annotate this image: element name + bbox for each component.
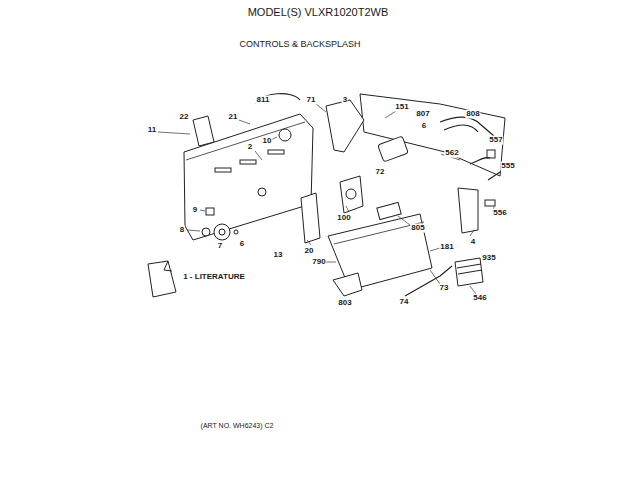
callout-number: 1 - LITERATURE [182,273,246,282]
knob-cap [202,228,210,236]
panel-opening [378,136,409,162]
small-part [487,150,495,158]
callout-number: 4 [470,238,476,247]
end-cap [193,116,214,146]
wire [457,264,481,268]
knob-center [219,229,225,235]
mounting-bracket [326,100,364,152]
knob [214,224,230,240]
section-heading: CONTROLS & BACKSPLASH [238,40,361,50]
callout-number: 803 [337,299,352,308]
callout-number: 811 [256,96,271,105]
switch [377,202,401,219]
callout-number: 74 [399,298,410,307]
callout-number: 807 [415,110,430,119]
callout-number: 21 [228,113,239,122]
callout-number: 9 [192,206,198,215]
timer [340,176,363,213]
panel-slot [240,160,256,164]
cable [256,94,300,104]
diagram-title: MODEL(S) VLXR1020T2WB [247,6,390,18]
end-cap [301,193,320,243]
callout-number: 151 [394,103,409,112]
callout-number: 790 [311,258,326,267]
callout-number: 808 [465,110,480,119]
leader-lines [158,104,494,294]
page-fold [164,261,172,271]
callout-number: 546 [472,294,487,303]
callout-number: 11 [147,126,157,135]
callout-number: 73 [439,284,450,293]
literature-icon [148,261,176,297]
bezel [333,273,362,296]
callout-number: 13 [273,251,284,260]
callout-number: 3 [342,96,348,105]
small-part [485,200,495,206]
panel-slot [268,150,284,154]
callout-number: 6 [239,240,245,249]
callout-number: 2 [247,143,253,152]
rear-panel [360,94,505,176]
wire [488,172,500,180]
callout-number: 557 [488,136,503,145]
callout-number: 100 [336,214,351,223]
callout-number: 71 [306,96,317,105]
callout-number: 72 [375,168,386,177]
callout-number: 10 [262,137,273,146]
wire [458,270,482,274]
mounting-bracket [458,188,478,233]
callout-number: 8 [179,226,185,235]
callout-number: 6 [421,122,427,131]
callout-number: 181 [439,243,454,252]
callout-number: 556 [492,209,507,218]
callout-number: 805 [410,224,425,233]
switch-component [279,129,291,141]
callout-number: 22 [179,113,190,122]
hose [440,117,494,136]
callout-number: 20 [304,247,315,256]
hose [444,125,478,132]
spring [206,208,214,215]
callout-number: 935 [481,254,496,263]
wire [405,266,452,296]
panel-slot [215,168,231,172]
panel-hole [258,188,266,196]
callout-number: 562 [444,149,459,158]
callout-number: 555 [500,162,515,171]
clip [234,230,238,234]
callout-number: 7 [217,242,223,251]
control-panel [184,114,313,240]
art-caption: (ART NO. WH6243) C2 [200,422,275,430]
wire-harness [455,258,483,286]
wire [470,157,490,164]
timer-dial [346,189,356,199]
